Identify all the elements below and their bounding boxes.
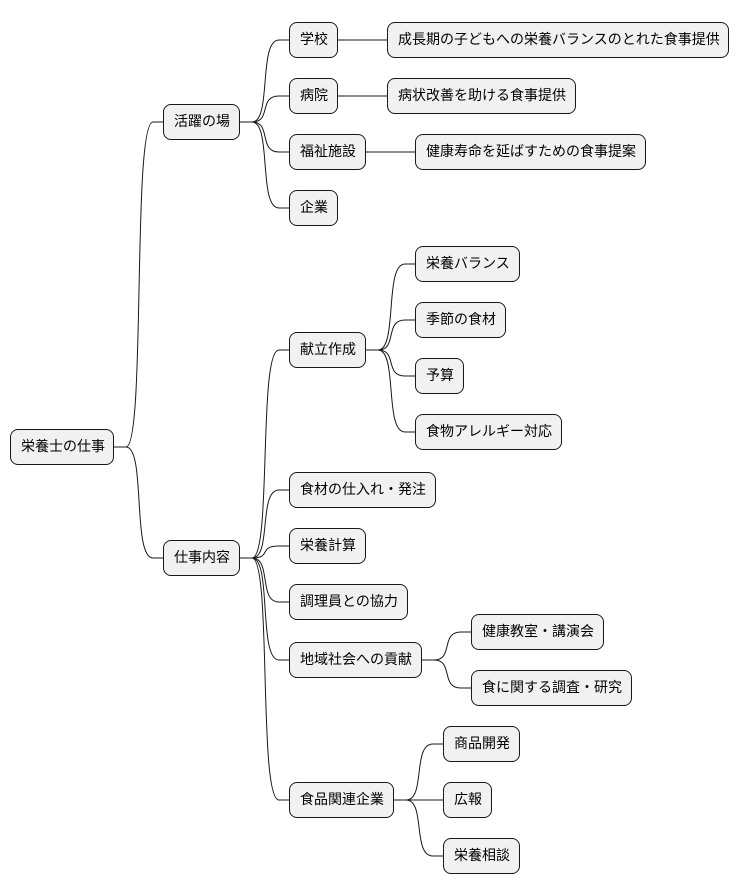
node-school-detail: 成長期の子どもへの栄養バランスのとれた食事提供 <box>387 22 729 58</box>
node-nutrition-calc: 栄養計算 <box>289 528 366 564</box>
node-seasonal-ingredients: 季節の食材 <box>415 302 506 338</box>
link-menu-planning-allergy <box>366 349 415 433</box>
link-community-health-class <box>422 631 471 661</box>
link-food-company-product-dev <box>394 743 443 801</box>
node-hospital: 病院 <box>289 78 338 114</box>
node-nutrition-balance: 栄養バランス <box>415 246 520 282</box>
node-food-company: 食品関連企業 <box>289 782 394 818</box>
node-duties: 仕事内容 <box>163 540 240 576</box>
node-purchasing: 食材の仕入れ・発注 <box>289 472 436 508</box>
node-company: 企業 <box>289 190 338 226</box>
link-duties-purchasing <box>240 489 289 559</box>
link-workplaces-company <box>240 121 289 209</box>
link-workplaces-welfare <box>240 121 289 153</box>
node-budget: 予算 <box>415 358 464 394</box>
node-food-research: 食に関する調査・研究 <box>471 670 632 706</box>
link-menu-planning-nutrition-balance <box>366 263 415 351</box>
node-school: 学校 <box>289 22 338 58</box>
node-nutrition-consult: 栄養相談 <box>443 838 520 874</box>
link-community-food-research <box>422 659 471 689</box>
node-hospital-detail: 病状改善を助ける食事提供 <box>387 78 576 114</box>
node-cook-cooperation: 調理員との協力 <box>289 584 408 620</box>
node-workplaces: 活躍の場 <box>163 104 240 140</box>
link-root-duties <box>114 446 163 559</box>
node-product-dev: 商品開発 <box>443 726 520 762</box>
node-welfare: 福祉施設 <box>289 134 366 170</box>
node-pr: 広報 <box>443 782 492 818</box>
link-workplaces-hospital <box>240 95 289 123</box>
node-menu-planning: 献立作成 <box>289 332 366 368</box>
link-duties-food-company <box>240 557 289 801</box>
link-workplaces-school <box>240 39 289 123</box>
link-menu-planning-seasonal-ingredients <box>366 319 415 351</box>
link-food-company-nutrition-consult <box>394 799 443 857</box>
node-community: 地域社会への貢献 <box>289 642 422 678</box>
node-allergy: 食物アレルギー対応 <box>415 414 562 450</box>
node-health-class: 健康教室・講演会 <box>471 614 604 650</box>
link-menu-planning-budget <box>366 349 415 377</box>
node-welfare-detail: 健康寿命を延ばすための食事提案 <box>415 134 646 170</box>
node-root: 栄養士の仕事 <box>10 429 114 465</box>
link-duties-nutrition-calc <box>240 545 289 559</box>
link-root-workplaces <box>114 121 163 448</box>
link-duties-menu-planning <box>240 349 289 559</box>
